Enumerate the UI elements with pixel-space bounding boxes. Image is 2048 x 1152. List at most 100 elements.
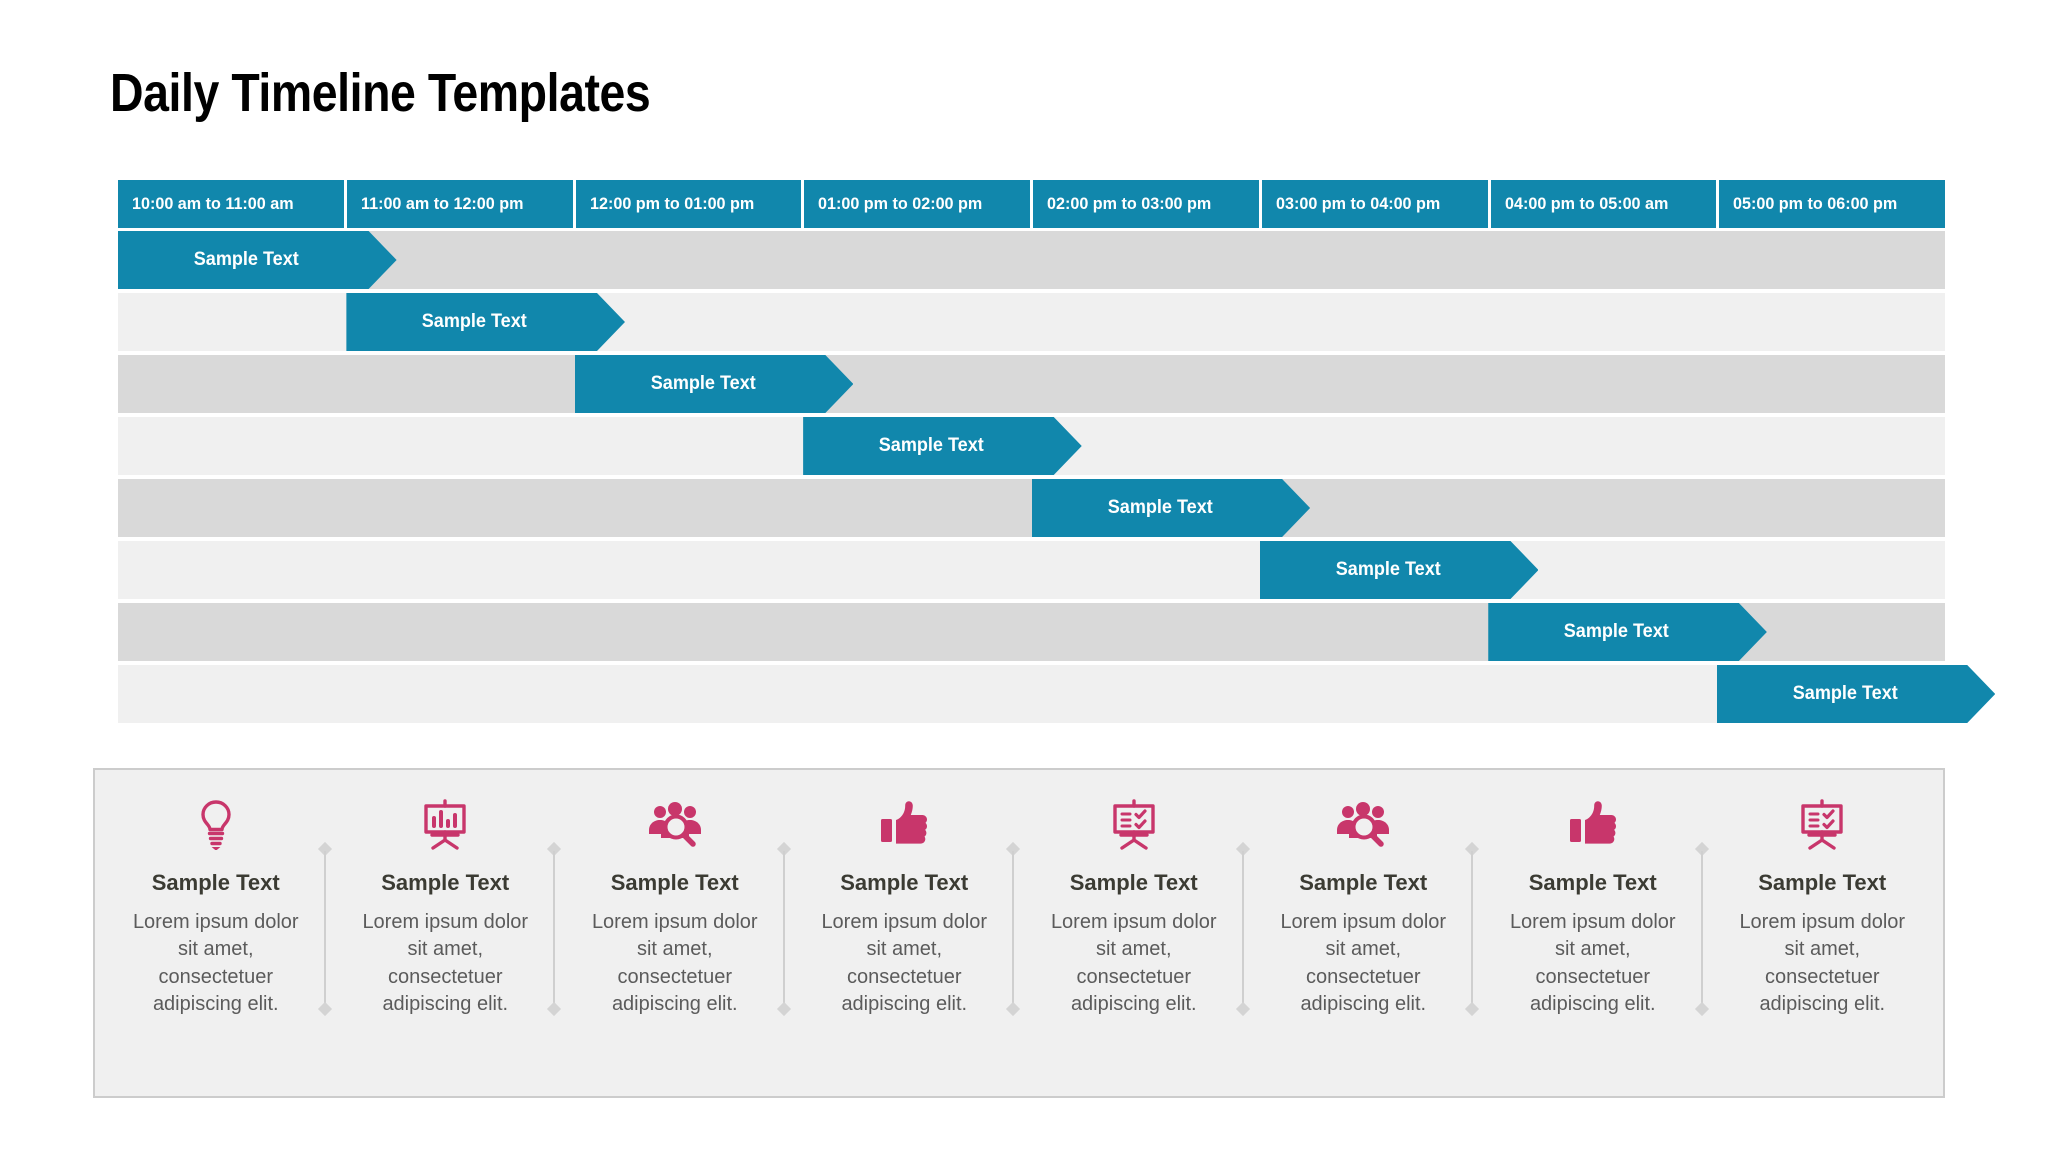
thumbs-up-icon (879, 796, 929, 852)
time-header-label: 05:00 pm to 06:00 pm (1733, 194, 1898, 213)
detail-card-description: Lorem ipsum dolor sit amet, consectetuer… (1050, 911, 1217, 1016)
card-divider (1235, 841, 1250, 1017)
gantt-bar-label: Sample Text (878, 435, 984, 456)
card-divider (546, 841, 562, 1017)
team-search-icon (1335, 796, 1391, 852)
gantt-bar-4[interactable]: Sample Text (1032, 479, 1311, 537)
card-divider (1464, 841, 1480, 1017)
gantt-chart: 10:00 am to 11:00 am 11:00 am to 12:00 pm… (118, 180, 1945, 727)
divider-diamond-bottom (546, 1001, 562, 1017)
gantt-bar-label: Sample Text (1107, 497, 1213, 518)
time-header-label: 10:00 am to 11:00 am (132, 194, 294, 213)
detail-card-description: Lorem ipsum dolor sit amet, consectetuer… (1509, 911, 1676, 1016)
time-header-cell-0[interactable]: 10:00 am to 11:00 am (118, 180, 347, 228)
gantt-bar-0[interactable]: Sample Text (118, 231, 397, 289)
divider-line (782, 851, 785, 1007)
divider-diamond-bottom (317, 1001, 332, 1017)
time-header-label: 03:00 pm to 04:00 pm (1275, 194, 1441, 213)
divider-diamond-bottom (1235, 1001, 1250, 1017)
divider-line (323, 851, 326, 1007)
detail-card-description: Lorem ipsum dolor sit amet, consectetuer… (1280, 911, 1447, 1016)
gantt-row-6: Sample Text (118, 603, 1945, 661)
divider-diamond-top (1235, 841, 1250, 857)
divider-diamond-top (317, 841, 332, 857)
presentation-chart-icon (418, 796, 472, 852)
gantt-bar-label: Sample Text (650, 373, 756, 394)
time-header-label: 01:00 pm to 02:00 pm (818, 194, 983, 213)
divider-line (1471, 851, 1473, 1007)
team-search-icon (647, 796, 703, 852)
card-divider (776, 841, 791, 1017)
divider-line (553, 851, 555, 1007)
time-header-label: 02:00 pm to 03:00 pm (1047, 194, 1212, 213)
gantt-row-2: Sample Text (118, 355, 1945, 413)
gantt-row-1: Sample Text (118, 293, 1945, 351)
gantt-row-7: Sample Text (118, 665, 1945, 723)
divider-line (1012, 851, 1014, 1007)
gantt-bar-label: Sample Text (1564, 621, 1670, 642)
divider-line (1241, 851, 1244, 1007)
detail-card-title: Sample Text (1299, 870, 1428, 895)
time-header-cell-5[interactable]: 03:00 pm to 04:00 pm (1261, 180, 1491, 228)
presentation-checklist-icon (1795, 796, 1849, 852)
detail-card-title: Sample Text (1069, 870, 1198, 895)
detail-card-title: Sample Text (610, 870, 739, 895)
gantt-row-0: Sample Text (118, 231, 1945, 289)
gantt-bar-7[interactable]: Sample Text (1717, 665, 1996, 723)
divider-diamond-top (1005, 841, 1021, 857)
page-title: Daily Timeline Templates (110, 63, 651, 123)
thumbs-up-icon (1568, 796, 1618, 852)
detail-card-title: Sample Text (381, 870, 510, 895)
lightbulb-icon (193, 796, 239, 852)
time-header-cell-6[interactable]: 04:00 pm to 05:00 am (1490, 180, 1720, 228)
time-header-label: 04:00 pm to 05:00 am (1504, 194, 1668, 213)
detail-card-description: Lorem ipsum dolor sit amet, consectetuer… (591, 911, 758, 1016)
time-header-cell-2[interactable]: 12:00 pm to 01:00 pm (575, 180, 805, 228)
divider-diamond-top (776, 841, 791, 857)
card-divider (1694, 841, 1709, 1017)
divider-line (1700, 851, 1703, 1007)
gantt-bar-label: Sample Text (193, 249, 299, 270)
divider-diamond-top (546, 841, 562, 857)
gantt-bar-5[interactable]: Sample Text (1260, 541, 1539, 599)
card-divider (1005, 841, 1021, 1017)
presentation-checklist-icon (1107, 796, 1161, 852)
time-header-cell-1[interactable]: 11:00 am to 12:00 pm (346, 180, 576, 228)
time-header-cell-4[interactable]: 02:00 pm to 03:00 pm (1033, 180, 1262, 228)
gantt-bar-2[interactable]: Sample Text (575, 355, 854, 413)
time-header-label: 12:00 pm to 01:00 pm (589, 194, 754, 213)
time-header-cell-7[interactable]: 05:00 pm to 06:00 pm (1719, 180, 1945, 228)
detail-card-title: Sample Text (1528, 870, 1657, 895)
card-divider (317, 841, 332, 1017)
gantt-bar-6[interactable]: Sample Text (1488, 603, 1767, 661)
gantt-bar-1[interactable]: Sample Text (346, 293, 625, 351)
time-header-cell-3[interactable]: 01:00 pm to 02:00 pm (804, 180, 1033, 228)
divider-diamond-top (1694, 841, 1709, 857)
gantt-bar-3[interactable]: Sample Text (803, 417, 1082, 475)
gantt-row-5: Sample Text (118, 541, 1945, 599)
detail-card-title: Sample Text (1758, 870, 1887, 895)
gantt-bar-label: Sample Text (1792, 683, 1898, 704)
divider-diamond-bottom (1005, 1001, 1021, 1017)
divider-diamond-bottom (776, 1001, 791, 1017)
detail-card-description: Lorem ipsum dolor sit amet, consectetuer… (1739, 911, 1906, 1016)
divider-diamond-bottom (1694, 1001, 1709, 1017)
time-header-row: 10:00 am to 11:00 am 11:00 am to 12:00 pm… (118, 180, 1945, 228)
gantt-row-3: Sample Text (118, 417, 1945, 475)
divider-diamond-top (1464, 841, 1480, 857)
gantt-bar-label: Sample Text (1335, 559, 1441, 580)
detail-card-title: Sample Text (151, 870, 280, 895)
detail-card-description: Lorem ipsum dolor sit amet, consectetuer… (132, 911, 299, 1016)
